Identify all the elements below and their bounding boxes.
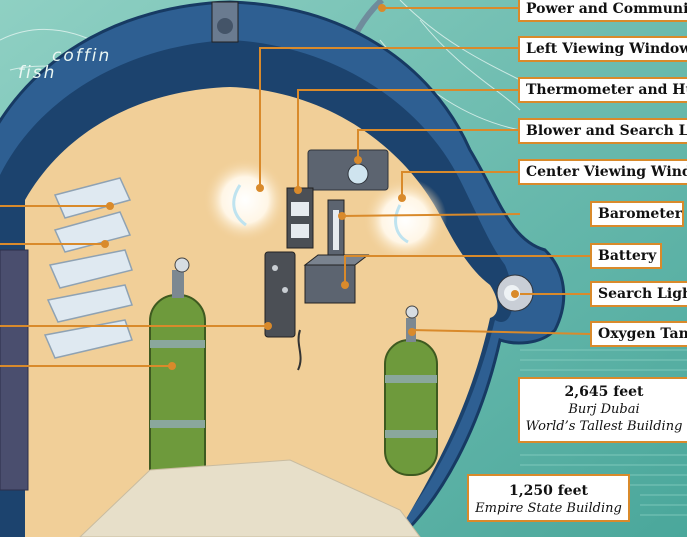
depth-empire-feet: 1,250 feet [508, 483, 589, 499]
left-viewing-window [203, 158, 287, 242]
label-battery: Battery [590, 243, 662, 269]
label-search-light: Search Light [590, 281, 687, 307]
leader-dots [101, 4, 519, 370]
leader-lines [0, 7, 591, 367]
label-left-viewing-window: Left Viewing Window [518, 36, 687, 62]
depth-empire-state: 1,250 feet Empire State Building [467, 474, 630, 522]
depth-burj-dubai: 2,645 feet Burj Dubai World’s Tallest Bu… [518, 377, 687, 443]
oxygen-tank-right [384, 305, 438, 476]
cabin-floor [79, 459, 421, 537]
depth-empire-name: Empire State Building [475, 501, 622, 516]
center-viewing-window [363, 178, 447, 262]
blower-box [307, 149, 389, 191]
label-center-viewing-window: Center Viewing Window [518, 159, 687, 185]
hatch-plate [0, 249, 29, 491]
fish-caption-line2: fish [18, 63, 57, 83]
telephone [264, 251, 296, 338]
label-blower-and-search-light: Blower and Search Light [518, 118, 687, 144]
label-power-and-communications: Power and Communications [518, 0, 687, 22]
depth-burj-feet: 2,645 feet [564, 384, 644, 400]
depth-burj-caption: World’s Tallest Building [525, 419, 683, 434]
label-thermometer-and-humidity: Thermometer and Humidity [518, 77, 687, 103]
fish-caption-line1: coffin [52, 46, 112, 66]
fish-caption: coffin fish [18, 46, 112, 82]
thermometer-panel [286, 187, 314, 249]
label-barometer: Barometer [590, 201, 684, 227]
label-oxygen-tank: Oxygen Tank [590, 321, 687, 347]
depth-burj-name: Burj Dubai [568, 402, 640, 417]
storage-shelves [43, 177, 133, 359]
